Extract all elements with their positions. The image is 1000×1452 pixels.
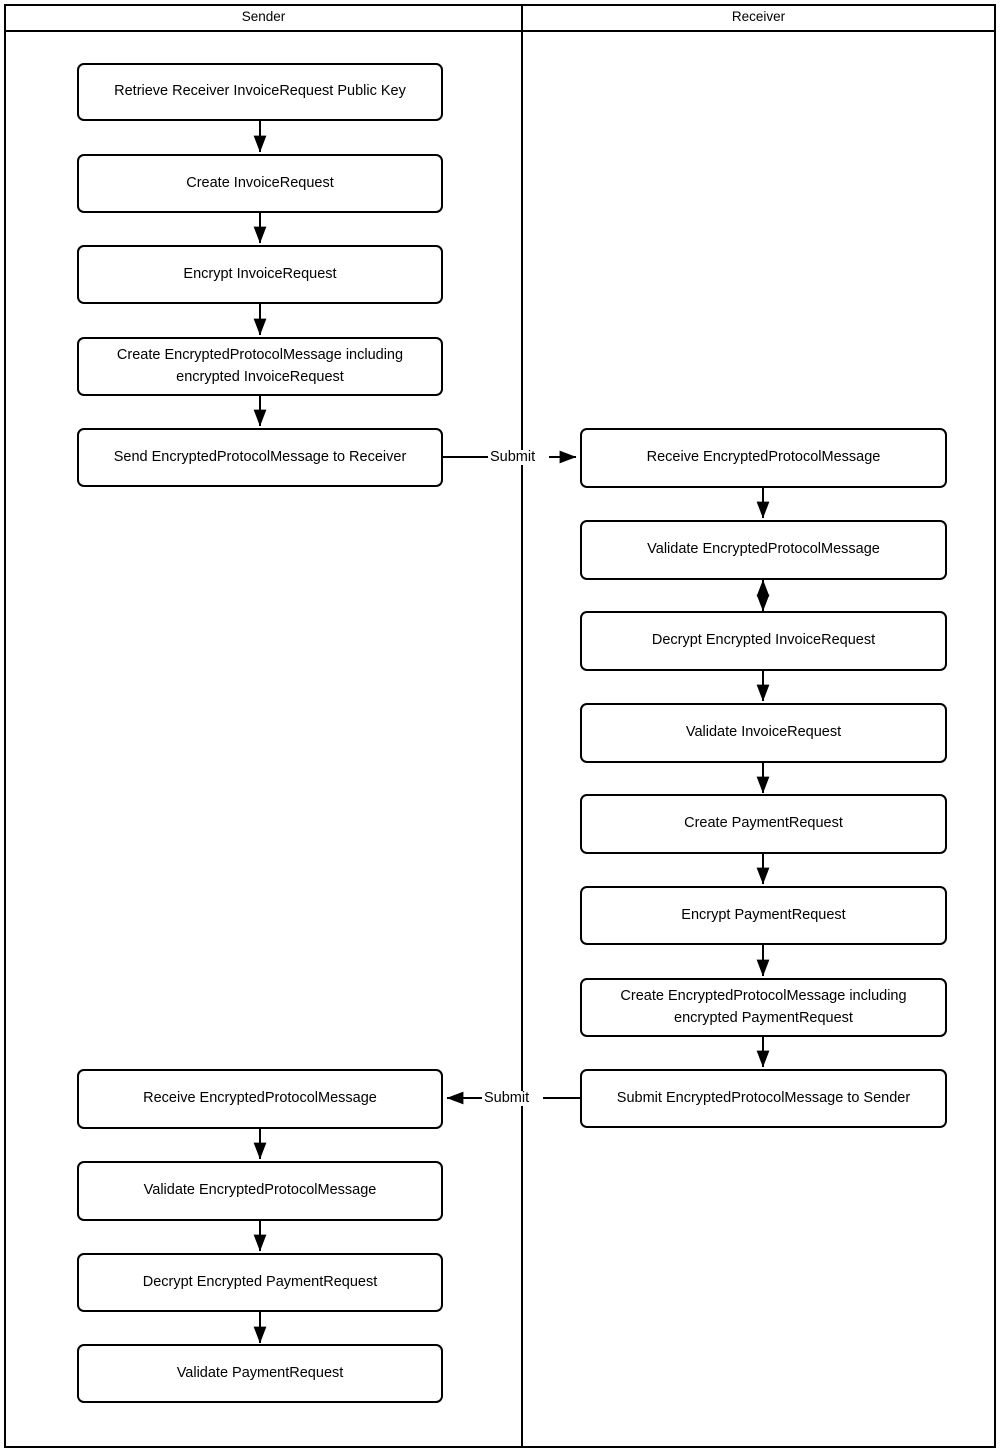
node-validate-encryptedprotocolmessage-receiver[interactable]: Validate EncryptedProtocolMessage xyxy=(580,520,947,580)
node-retrieve-receiver-invoicerequest-public-key[interactable]: Retrieve Receiver InvoiceRequest Public … xyxy=(77,63,443,121)
node-label-line-1: Create EncryptedProtocolMessage includin… xyxy=(620,988,907,1005)
node-validate-invoicerequest[interactable]: Validate InvoiceRequest xyxy=(580,703,947,763)
node-label: Create PaymentRequest xyxy=(684,815,843,832)
node-label-line-2: encrypted PaymentRequest xyxy=(674,1009,853,1026)
lane-title-sender: Sender xyxy=(241,9,286,24)
lane-vertical-divider xyxy=(521,4,523,1448)
node-receive-encryptedprotocolmessage-receiver[interactable]: Receive EncryptedProtocolMessage xyxy=(580,428,947,488)
node-encrypt-invoicerequest[interactable]: Encrypt InvoiceRequest xyxy=(77,245,443,304)
node-send-encryptedprotocolmessage-to-receiver[interactable]: Send EncryptedProtocolMessage to Receive… xyxy=(77,428,443,487)
node-label: Validate PaymentRequest xyxy=(176,1364,344,1381)
node-receive-encryptedprotocolmessage-sender[interactable]: Receive EncryptedProtocolMessage xyxy=(77,1069,443,1129)
node-create-encryptedprotocolmessage-invoicerequest[interactable]: Create EncryptedProtocolMessage includin… xyxy=(77,337,443,396)
node-label: Receive EncryptedProtocolMessage xyxy=(646,449,881,466)
node-label-line-1: Create EncryptedProtocolMessage includin… xyxy=(116,347,404,364)
node-label: Decrypt Encrypted InvoiceRequest xyxy=(651,632,876,649)
node-label: Submit EncryptedProtocolMessage to Sende… xyxy=(616,1089,911,1106)
lane-title-receiver: Receiver xyxy=(731,9,786,24)
node-submit-encryptedprotocolmessage-to-sender[interactable]: Submit EncryptedProtocolMessage to Sende… xyxy=(580,1069,947,1128)
node-encrypt-paymentrequest[interactable]: Encrypt PaymentRequest xyxy=(580,886,947,945)
node-validate-paymentrequest[interactable]: Validate PaymentRequest xyxy=(77,1344,443,1403)
edge-label-submit-to-sender: Submit xyxy=(483,1090,531,1106)
node-label: Receive EncryptedProtocolMessage xyxy=(143,1090,377,1107)
node-label: Validate InvoiceRequest xyxy=(685,724,842,741)
node-decrypt-encrypted-invoicerequest[interactable]: Decrypt Encrypted InvoiceRequest xyxy=(580,611,947,671)
node-label: Send EncryptedProtocolMessage to Receive… xyxy=(113,448,407,465)
node-label-line-2: encrypted InvoiceRequest xyxy=(176,368,344,385)
node-label: Retrieve Receiver InvoiceRequest Public … xyxy=(114,83,406,100)
node-label: Encrypt PaymentRequest xyxy=(681,906,846,923)
node-label: Encrypt InvoiceRequest xyxy=(183,265,337,282)
edge-label-submit-to-receiver: Submit xyxy=(489,449,537,465)
node-create-invoicerequest[interactable]: Create InvoiceRequest xyxy=(77,154,443,213)
lane-header-divider xyxy=(4,30,996,32)
node-create-encryptedprotocolmessage-paymentrequest[interactable]: Create EncryptedProtocolMessage includin… xyxy=(580,978,947,1037)
node-create-paymentrequest[interactable]: Create PaymentRequest xyxy=(580,794,947,854)
node-decrypt-encrypted-paymentrequest[interactable]: Decrypt Encrypted PaymentRequest xyxy=(77,1253,443,1312)
node-label: Create InvoiceRequest xyxy=(186,174,334,191)
diagram-frame xyxy=(4,4,996,1448)
node-label: Validate EncryptedProtocolMessage xyxy=(647,541,880,558)
node-label: Validate EncryptedProtocolMessage xyxy=(143,1182,377,1199)
node-label: Decrypt Encrypted PaymentRequest xyxy=(142,1273,378,1290)
node-validate-encryptedprotocolmessage-sender[interactable]: Validate EncryptedProtocolMessage xyxy=(77,1161,443,1221)
